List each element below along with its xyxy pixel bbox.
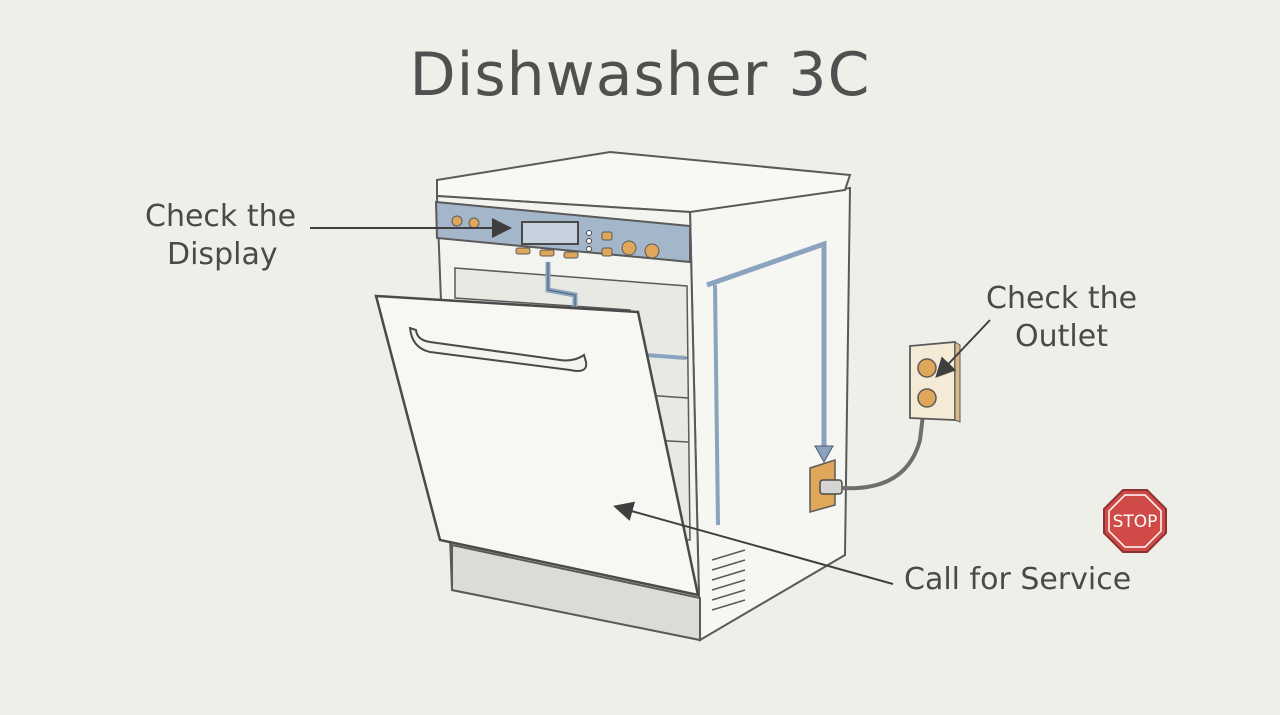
- panel-button: [601, 231, 613, 241]
- power-cord: [841, 397, 927, 491]
- service-arrow: [613, 501, 894, 585]
- panel-knob-left-2: [468, 217, 480, 229]
- check-display-label: Check the Display: [145, 198, 296, 274]
- panel-display-screen: [521, 221, 579, 245]
- panel-indicator: [586, 230, 592, 236]
- side-pipe: [713, 284, 720, 526]
- check-outlet-label: Check the Outlet: [986, 280, 1137, 356]
- panel-button: [601, 247, 613, 257]
- supply-pipe: [706, 240, 827, 448]
- panel-button: [515, 247, 531, 255]
- vent-slat: [711, 569, 746, 581]
- call-for-service-label: Call for Service: [904, 562, 1132, 597]
- stop-sign: STOP: [1103, 489, 1167, 553]
- vent-slat: [711, 589, 746, 601]
- check-display-line1: Check the: [145, 199, 297, 234]
- outlet-receptacle-bottom: [917, 388, 937, 408]
- check-outlet-line1: Check the: [986, 281, 1138, 316]
- stop-sign-text: STOP: [1113, 512, 1158, 532]
- vent-slat: [711, 559, 746, 571]
- panel-indicator: [586, 246, 592, 252]
- outlet-receptacle-top: [917, 358, 937, 378]
- check-display-line2: Display: [167, 237, 278, 272]
- rack-pipe: [645, 353, 687, 360]
- supply-pipe-arrowhead: [814, 445, 834, 464]
- panel-indicator: [586, 238, 592, 244]
- panel-knob-right-2: [644, 243, 660, 259]
- vent-slat: [711, 599, 746, 611]
- check-outlet-line2: Outlet: [1015, 319, 1108, 354]
- dishwasher-kickplate: [451, 543, 701, 642]
- panel-button: [539, 249, 555, 257]
- power-plug: [819, 479, 843, 495]
- stop-sign-octagon: [1103, 489, 1167, 553]
- panel-knob-left: [451, 215, 463, 227]
- vent-slat: [711, 579, 746, 591]
- wall-outlet: [909, 341, 956, 421]
- panel-button: [563, 251, 579, 259]
- page-title: Dishwasher 3C: [409, 40, 871, 110]
- outlet-arrow: [935, 319, 991, 378]
- vent-slat: [711, 549, 746, 561]
- door-handle: [408, 326, 588, 372]
- panel-knob-right: [621, 240, 637, 256]
